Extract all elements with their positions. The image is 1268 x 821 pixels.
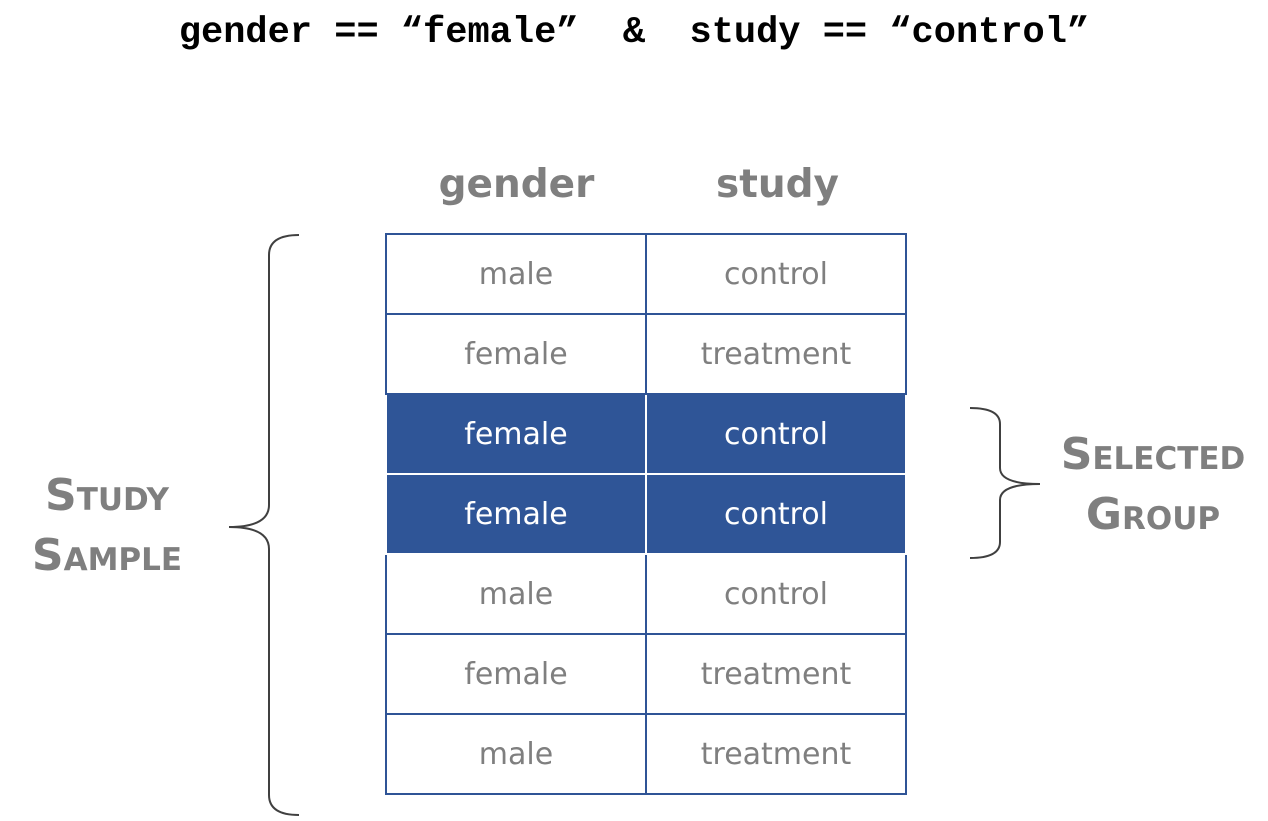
study-sample-label: Study Sample bbox=[18, 466, 196, 586]
column-header-study: study bbox=[716, 162, 839, 207]
cell-gender: female bbox=[385, 473, 647, 555]
cell-gender: male bbox=[385, 553, 647, 635]
cell-study: treatment bbox=[645, 713, 907, 795]
selected-group-line-1: Selected bbox=[1060, 429, 1246, 480]
selected-group-brace bbox=[969, 407, 1041, 559]
filter-expression-title: gender == “female” & study == “control” bbox=[178, 12, 1090, 54]
cell-study: control bbox=[645, 233, 907, 315]
study-sample-line-2: Sample bbox=[31, 530, 183, 581]
cell-study: treatment bbox=[645, 633, 907, 715]
cell-gender: female bbox=[385, 313, 647, 395]
cell-study: control bbox=[645, 393, 907, 475]
selected-group-label: Selected Group bbox=[1048, 425, 1258, 545]
column-header-gender: gender bbox=[438, 162, 595, 207]
selected-group-line-2: Group bbox=[1085, 489, 1221, 540]
cell-study: control bbox=[645, 473, 907, 555]
cell-gender: female bbox=[385, 633, 647, 715]
cell-study: treatment bbox=[645, 313, 907, 395]
study-sample-brace bbox=[228, 234, 300, 816]
cell-gender: male bbox=[385, 233, 647, 315]
study-sample-line-1: Study bbox=[45, 470, 169, 521]
cell-gender: male bbox=[385, 713, 647, 795]
cell-study: control bbox=[645, 553, 907, 635]
cell-gender: female bbox=[385, 393, 647, 475]
